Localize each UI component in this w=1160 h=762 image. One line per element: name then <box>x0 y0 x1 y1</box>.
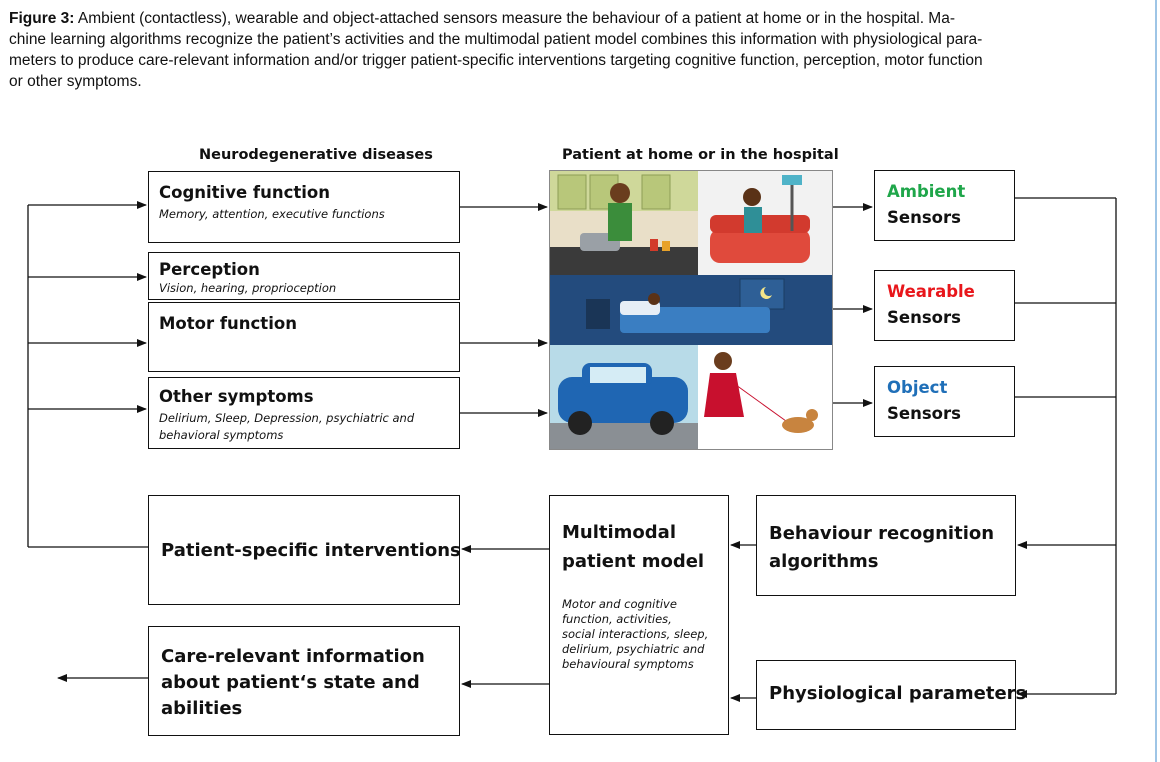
multimodal-desc-2: function, activities, <box>562 612 672 626</box>
cognitive-title: Cognitive function <box>159 183 330 202</box>
header-neurodegenerative: Neurodegenerative diseases <box>199 147 433 163</box>
cognitive-sub: Memory, attention, executive functions <box>159 207 385 221</box>
other-sub-2: behavioral symptoms <box>159 428 284 442</box>
figure-caption: Figure 3: Ambient (contactless), wearabl… <box>9 8 1149 92</box>
caption-line-1: Ambient (contactless), wearable and obje… <box>77 10 956 27</box>
object-label: Object <box>887 378 948 397</box>
box-cognitive-function: Cognitive function Memory, attention, ex… <box>148 171 460 243</box>
box-multimodal-model: Multimodal patient model Motor and cogni… <box>549 495 729 735</box>
multimodal-desc-3: social interactions, sleep, <box>562 627 709 641</box>
header-patient: Patient at home or in the hospital <box>562 147 839 163</box>
multimodal-desc-4: delirium, psychiatric and <box>562 642 705 656</box>
caption-line-2: chine learning algorithms recognize the … <box>9 31 983 48</box>
care-line-2: about patient‘s state and <box>161 672 420 693</box>
patient-scenes-illustration <box>550 171 832 449</box>
wearable-sensors-word: Sensors <box>887 308 961 327</box>
other-title: Other symptoms <box>159 387 314 406</box>
box-behaviour-recognition: Behaviour recognition algorithms <box>756 495 1016 596</box>
box-ambient-sensors: Ambient Sensors <box>874 170 1015 241</box>
behaviour-line-1: Behaviour recognition <box>769 523 995 544</box>
ambient-label: Ambient <box>887 182 966 201</box>
patient-scenes <box>549 170 833 450</box>
box-perception: Perception Vision, hearing, propriocepti… <box>148 252 460 300</box>
physiological-label: Physiological parameters <box>769 683 1027 704</box>
multimodal-title-1: Multimodal <box>562 522 676 543</box>
ambient-sensors-word: Sensors <box>887 208 961 227</box>
multimodal-desc-1: Motor and cognitive <box>562 597 677 611</box>
caption-line-3: meters to produce care-relevant informat… <box>9 52 983 69</box>
box-other-symptoms: Other symptoms Delirium, Sleep, Depressi… <box>148 377 460 449</box>
wearable-label: Wearable <box>887 282 975 301</box>
page-edge-rule <box>1155 0 1157 762</box>
caption-label: Figure 3: <box>9 10 75 27</box>
caption-line-4: or other symptoms. <box>9 73 142 90</box>
other-sub-1: Delirium, Sleep, Depression, psychiatric… <box>159 411 415 425</box>
interventions-label: Patient-specific interventions <box>161 540 461 561</box>
behaviour-line-2: algorithms <box>769 551 879 572</box>
box-patient-interventions: Patient-specific interventions <box>148 495 461 605</box>
box-motor-function: Motor function <box>148 302 460 372</box>
motor-title: Motor function <box>159 314 297 333</box>
multimodal-desc-5: behavioural symptoms <box>562 657 694 671</box>
box-object-sensors: Object Sensors <box>874 366 1015 437</box>
care-line-3: abilities <box>161 698 243 719</box>
box-wearable-sensors: Wearable Sensors <box>874 270 1015 341</box>
object-sensors-word: Sensors <box>887 404 961 423</box>
multimodal-title-2: patient model <box>562 551 705 572</box>
box-care-information: Care-relevant information about patient‘… <box>148 626 460 736</box>
box-physiological-parameters: Physiological parameters <box>756 660 1026 730</box>
care-line-1: Care-relevant information <box>161 646 425 667</box>
perception-title: Perception <box>159 260 260 279</box>
perception-sub: Vision, hearing, proprioception <box>159 281 337 295</box>
